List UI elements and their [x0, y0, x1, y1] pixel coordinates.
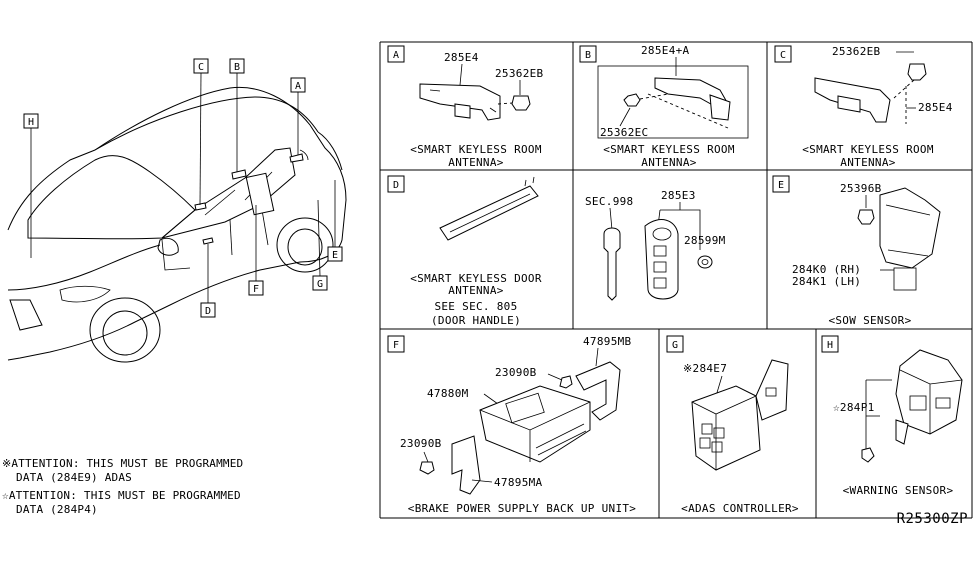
- panel-f-part-5: 47895MA: [494, 476, 543, 489]
- panel-f: F 47895MB 23090B 47880M 23090B 47895MA <…: [387, 335, 637, 515]
- panel-d-caption-1: <SMART KEYLESS DOOR: [410, 272, 542, 285]
- panel-a-caption-1: <SMART KEYLESS ROOM: [410, 143, 542, 156]
- panel-b-caption-2: ANTENNA>: [641, 156, 696, 169]
- callout-b: B: [234, 62, 240, 73]
- panel-e-part-2: 284K0 (RH): [792, 263, 861, 276]
- panel-a-caption-2: ANTENNA>: [448, 156, 503, 169]
- diagram-reference-code: R25300ZP: [897, 511, 968, 527]
- panel-e-part-3: 284K1 (LH): [792, 275, 861, 288]
- panel-c-caption-2: ANTENNA>: [840, 156, 895, 169]
- callout-h: H: [28, 117, 34, 128]
- panel-d-letter: D: [393, 180, 399, 191]
- key-part-2: 285E3: [661, 189, 696, 202]
- callout-a: A: [295, 81, 301, 92]
- panel-b-part-1: 285E4+A: [641, 44, 690, 57]
- panel-g-part-1: ※284E7: [683, 362, 727, 375]
- panel-h-caption-1: <WARNING SENSOR>: [843, 484, 954, 497]
- panel-f-part-2: 23090B: [495, 366, 537, 379]
- panel-f-letter: F: [393, 340, 399, 351]
- panel-d-caption-3: SEE SEC. 805: [434, 300, 517, 313]
- panel-a-part-2: 25362EB: [495, 67, 544, 80]
- callout-c: C: [198, 62, 204, 73]
- panel-h-letter: H: [827, 340, 833, 351]
- callout-e: E: [332, 250, 338, 261]
- vehicle-illustration: C B A H E F G D: [7, 58, 347, 363]
- panel-a-part-1: 285E4: [444, 51, 479, 64]
- panel-c: C 25362EB 285E4 <SMART KEYLESS ROOM ANTE…: [774, 45, 953, 169]
- key-part-3: 28599M: [684, 234, 726, 247]
- callout-d: D: [205, 306, 211, 317]
- callout-f: F: [253, 284, 259, 295]
- panel-a: A 285E4 25362EB <SMART KEYLESS ROOM ANTE…: [387, 45, 544, 169]
- panel-key: 285E3 SEC.998 28599M: [585, 189, 726, 301]
- note-1-line-2: DATA (284E9) ADAS: [16, 471, 132, 484]
- callout-g: G: [317, 279, 323, 290]
- panel-g: G ※284E7 <ADAS CONTROLLER>: [666, 335, 799, 515]
- panel-b-letter: B: [585, 50, 591, 61]
- panel-b: B 285E4+A 25362EC <SMART KEYLESS ROOM AN…: [579, 44, 749, 169]
- panel-b-caption-1: <SMART KEYLESS ROOM: [603, 143, 735, 156]
- key-part-1: SEC.998: [585, 195, 633, 208]
- panel-b-part-2: 25362EC: [600, 126, 648, 139]
- programming-notes: ※ATTENTION: THIS MUST BE PROGRAMMED DATA…: [2, 457, 243, 516]
- panel-e-caption-1: <SOW SENSOR>: [828, 314, 911, 327]
- panel-e-part-1: 25396B: [840, 182, 882, 195]
- panel-f-part-4: 23090B: [400, 437, 442, 450]
- panel-c-part-1: 25362EB: [832, 45, 881, 58]
- note-1-line-1: ※ATTENTION: THIS MUST BE PROGRAMMED: [2, 457, 243, 470]
- note-2-line-1: ☆ATTENTION: THIS MUST BE PROGRAMMED: [2, 489, 241, 502]
- panel-d: D <SMART KEYLESS DOOR ANTENNA> SEE SEC. …: [387, 175, 542, 327]
- panel-grid: [379, 41, 973, 519]
- panel-f-part-1: 47895MB: [583, 335, 632, 348]
- panel-c-letter: C: [780, 50, 786, 61]
- panel-h-part-1: ☆284P1: [833, 401, 875, 414]
- panel-f-part-3: 47880M: [427, 387, 469, 400]
- panel-g-caption-1: <ADAS CONTROLLER>: [681, 502, 799, 515]
- panel-d-caption-4: (DOOR HANDLE): [431, 314, 521, 327]
- panel-c-caption-1: <SMART KEYLESS ROOM: [802, 143, 934, 156]
- panel-c-part-2: 285E4: [918, 101, 953, 114]
- panel-h: H ☆284P1 <WARNING SENSOR>: [821, 335, 963, 497]
- note-2-line-2: DATA (284P4): [16, 503, 98, 516]
- panel-a-letter: A: [393, 50, 399, 61]
- panel-f-caption-1: <BRAKE POWER SUPPLY BACK UP UNIT>: [408, 502, 637, 515]
- panel-e: E 25396B 284K0 (RH) 284K1 (LH) <SOW SENS…: [772, 175, 941, 327]
- panel-d-caption-2: ANTENNA>: [448, 284, 503, 297]
- panel-e-letter: E: [778, 180, 784, 191]
- panel-g-letter: G: [672, 340, 678, 351]
